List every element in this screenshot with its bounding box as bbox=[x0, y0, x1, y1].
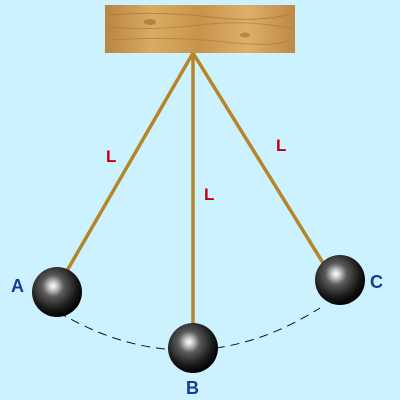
length-label-center: L bbox=[204, 185, 214, 204]
point-label-a: A bbox=[11, 276, 24, 296]
string-to-a bbox=[55, 52, 195, 289]
bob-b bbox=[168, 323, 218, 373]
length-label-right: L bbox=[276, 136, 286, 155]
point-label-c: C bbox=[370, 272, 383, 292]
bob-a bbox=[32, 267, 82, 317]
point-label-b: B bbox=[186, 378, 199, 398]
bob-c bbox=[315, 255, 365, 305]
wooden-support bbox=[105, 5, 295, 53]
length-label-left: L bbox=[106, 147, 116, 166]
string-to-c bbox=[191, 52, 335, 280]
